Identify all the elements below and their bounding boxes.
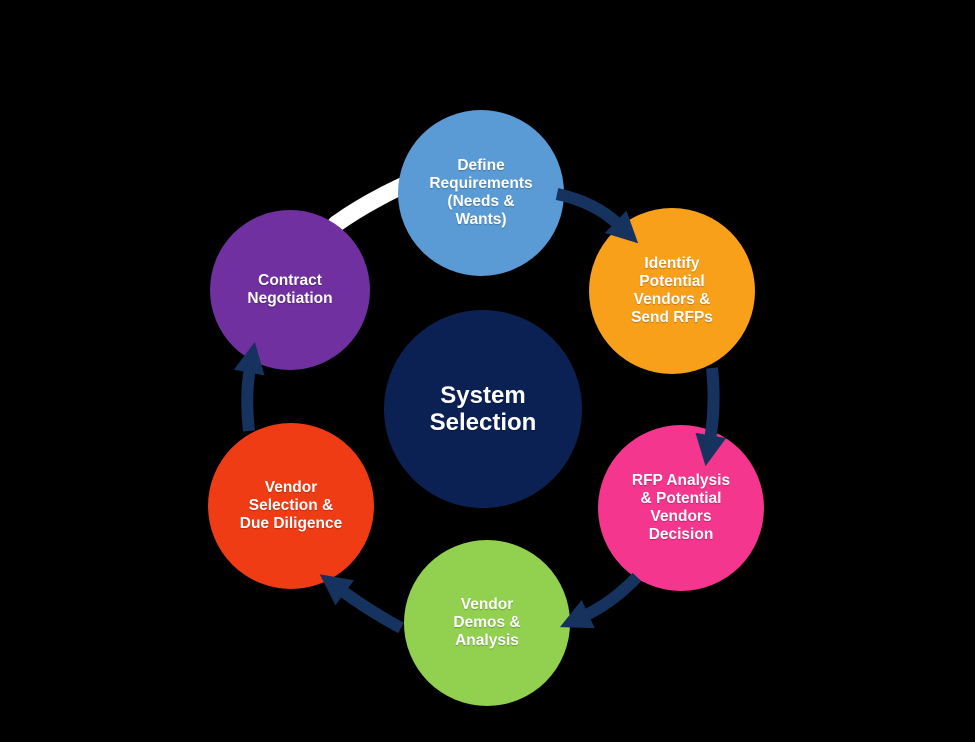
arrow-selection-to-contract [233, 341, 265, 432]
diagram-title: System Selection [429, 382, 537, 436]
step-rfp-analysis: RFP Analysis & Potential Vendors Decisio… [598, 425, 764, 591]
arrow-demos-to-selection [319, 574, 404, 634]
step-contract-negotiation-label: Contract Negotiation [247, 272, 333, 307]
arrow-identify-to-rfp [695, 367, 727, 467]
step-define-requirements: Define Requirements (Needs & Wants) [398, 110, 564, 276]
step-identify-vendors-label: Identify Potential Vendors & Send RFPs [631, 255, 713, 326]
arrow-define-to-identify [555, 188, 639, 244]
step-vendor-demos-label: Vendor Demos & Analysis [453, 596, 521, 649]
step-vendor-selection: Vendor Selection & Due Diligence [208, 423, 374, 589]
step-contract-negotiation: Contract Negotiation [210, 210, 370, 370]
step-vendor-selection-label: Vendor Selection & Due Diligence [239, 479, 343, 532]
step-rfp-analysis-label: RFP Analysis & Potential Vendors Decisio… [631, 472, 731, 543]
center-title-circle: System Selection [384, 310, 582, 508]
step-define-requirements-label: Define Requirements (Needs & Wants) [429, 157, 533, 228]
step-vendor-demos: Vendor Demos & Analysis [404, 540, 570, 706]
step-identify-vendors: Identify Potential Vendors & Send RFPs [589, 208, 755, 374]
arrow-rfp-to-demos [559, 572, 642, 629]
arrow-contract-to-define [327, 177, 411, 233]
